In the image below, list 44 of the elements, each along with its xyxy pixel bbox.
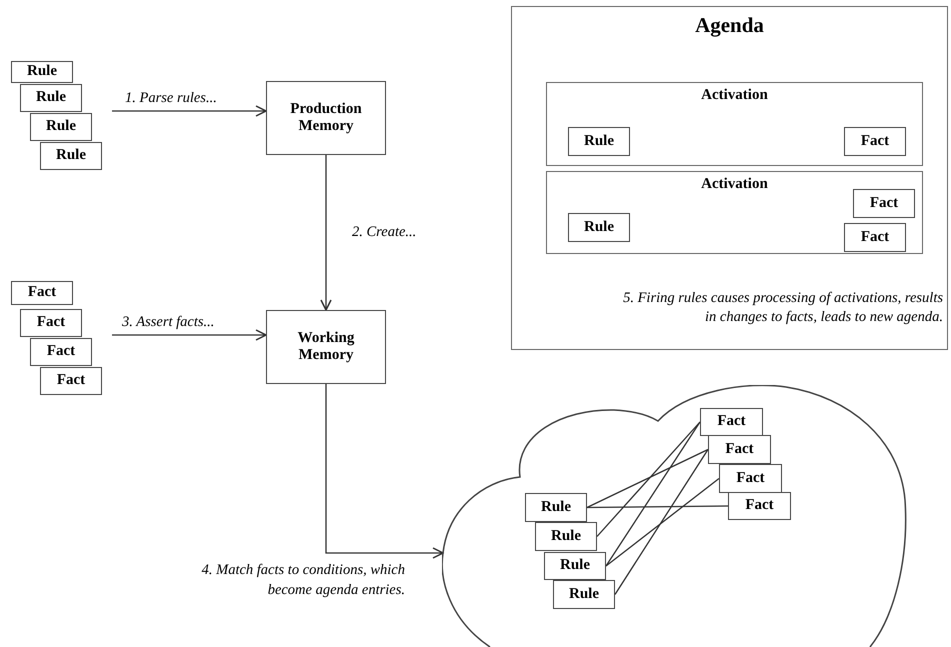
agenda-panel — [511, 6, 948, 350]
connector-line — [614, 449, 709, 595]
arrow — [325, 384, 444, 559]
label-box: Fact — [708, 435, 771, 464]
arrow — [112, 105, 267, 117]
label-box: Fact — [700, 408, 763, 436]
label-box: Fact — [20, 309, 82, 337]
label-box: Rule — [544, 552, 606, 580]
memory-box: Production Memory — [266, 81, 386, 155]
label-box: Fact — [728, 492, 791, 520]
activation-panel — [546, 82, 923, 166]
arrow — [320, 155, 332, 311]
label-box: Rule — [568, 127, 630, 156]
edge-label: 4. Match facts to conditions, which become agenda entries. — [200, 561, 405, 600]
arrow — [112, 329, 267, 341]
edge-label: 2. Create... — [352, 223, 416, 242]
label-box: Rule — [553, 580, 615, 609]
connector-line — [605, 422, 701, 566]
connector-line — [587, 505, 728, 508]
label-box: Rule — [535, 522, 597, 551]
connector-line — [586, 448, 708, 508]
label-box: Fact — [844, 223, 906, 252]
label-box: Fact — [853, 189, 915, 218]
edge-label: 3. Assert facts... — [122, 313, 214, 332]
label-box: Rule — [20, 84, 82, 112]
label-box: Fact — [844, 127, 906, 156]
label-box: Rule — [30, 113, 92, 141]
label-box: Fact — [719, 464, 782, 493]
connector-line — [606, 478, 720, 567]
label-box: Rule — [568, 213, 630, 242]
memory-box: Working Memory — [266, 310, 386, 384]
edge-label: 1. Parse rules... — [125, 89, 217, 108]
label-box: Rule — [525, 493, 587, 522]
label-box: Rule — [11, 61, 73, 83]
panel-heading: Activation — [700, 87, 769, 104]
panel-heading: Agenda — [694, 13, 765, 38]
label-box: Rule — [40, 142, 102, 170]
label-box: Fact — [30, 338, 92, 366]
activation-panel — [546, 171, 923, 254]
note-text: 5. Firing rules causes processing of activations, results in changes to facts, leads to new agenda. — [622, 289, 943, 327]
connector-line — [596, 422, 700, 537]
label-box: Fact — [40, 367, 102, 395]
panel-heading: Activation — [700, 176, 769, 193]
label-box: Fact — [11, 281, 73, 305]
